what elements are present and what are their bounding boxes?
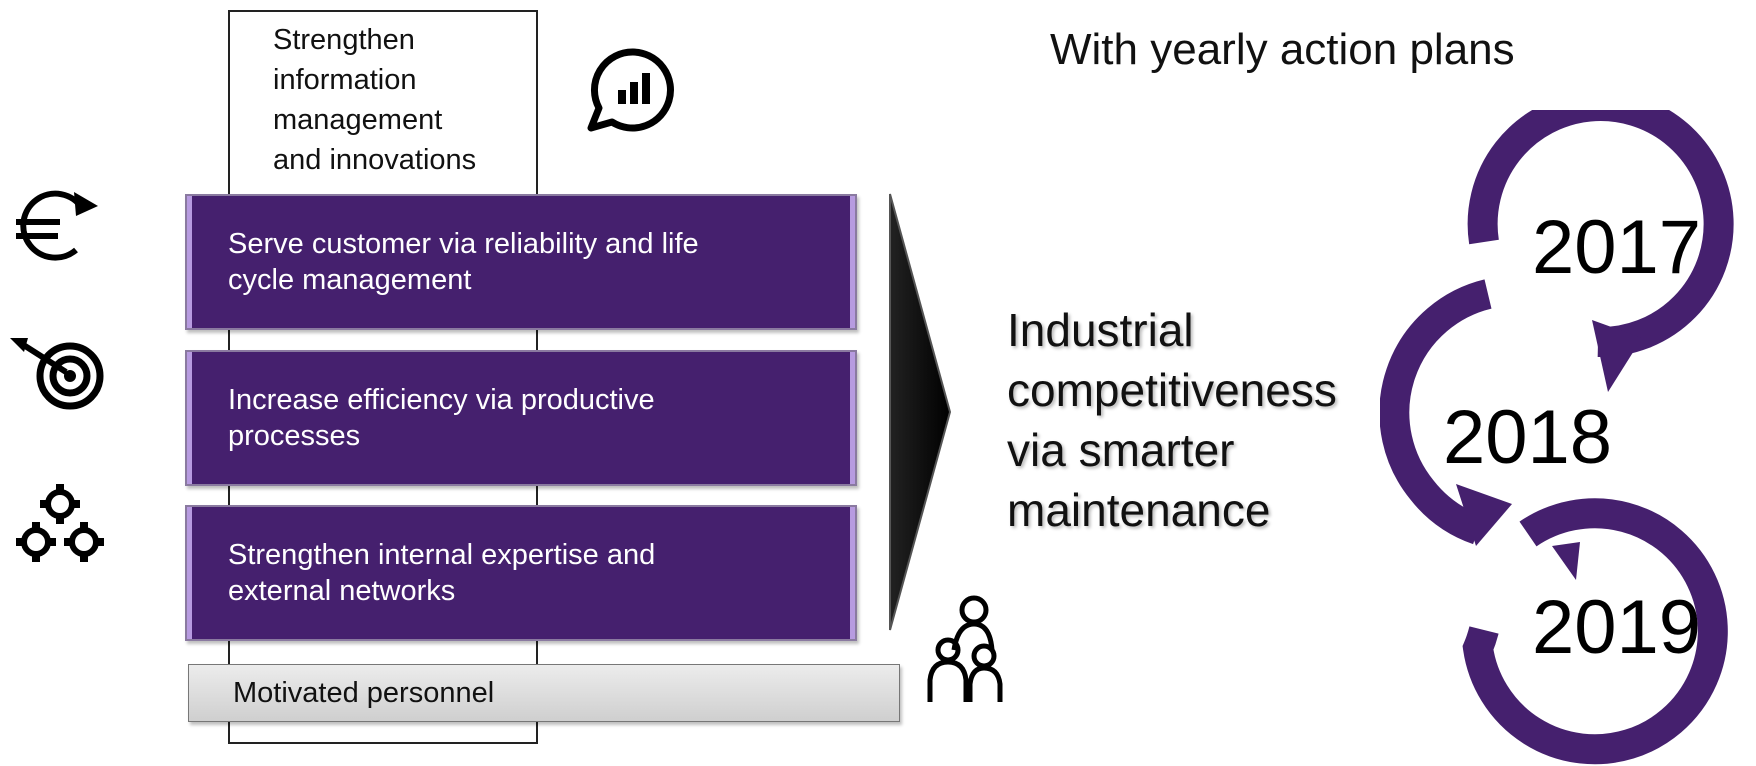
pillar-title-line: management [273,104,443,136]
goal-line: Industrial [1007,304,1194,356]
year-label-2019: 2019 [1532,585,1702,670]
year-label-2018: 2018 [1443,395,1613,480]
year-label-2017: 2017 [1532,205,1702,290]
strategy-bar-efficiency: Increase efficiency via productive proce… [185,350,857,486]
chat-bubble-bar-chart-icon [587,48,674,132]
bar-text-line: Strengthen internal expertise and [228,539,656,571]
bar-text-line: Serve customer via reliability and life [228,228,699,260]
family-people-icon [927,595,1003,702]
goal-line: competitiveness [1007,364,1337,416]
pillar-title-line: information [273,64,417,96]
bar-text-line: Increase efficiency via productive [228,384,655,416]
bar-text-line: external networks [228,575,456,607]
goal-statement: Industrial competitiveness via smarter m… [1007,300,1347,540]
yearly-plans-heading: With yearly action plans [1050,25,1515,74]
direction-arrow [889,193,952,631]
base-bar-motivated-personnel: Motivated personnel [188,664,900,722]
strategy-bar-expertise: Strengthen internal expertise and extern… [185,505,857,641]
goal-line: via smarter [1007,424,1235,476]
pillar-title: Strengthen information management and in… [273,20,523,180]
bar-text-line: cycle management [228,264,472,296]
goal-line: maintenance [1007,484,1271,536]
gears-cluster-icon [16,484,104,562]
strategy-bar-customer: Serve customer via reliability and life … [185,194,857,330]
euro-cycle-icon [16,190,98,261]
target-arrow-icon [10,338,104,410]
bar-text-line: processes [228,420,361,452]
yearly-cycle-arrows [1380,110,1734,765]
pillar-title-line: Strengthen [273,24,415,56]
pillar-title-line: and innovations [273,144,477,176]
